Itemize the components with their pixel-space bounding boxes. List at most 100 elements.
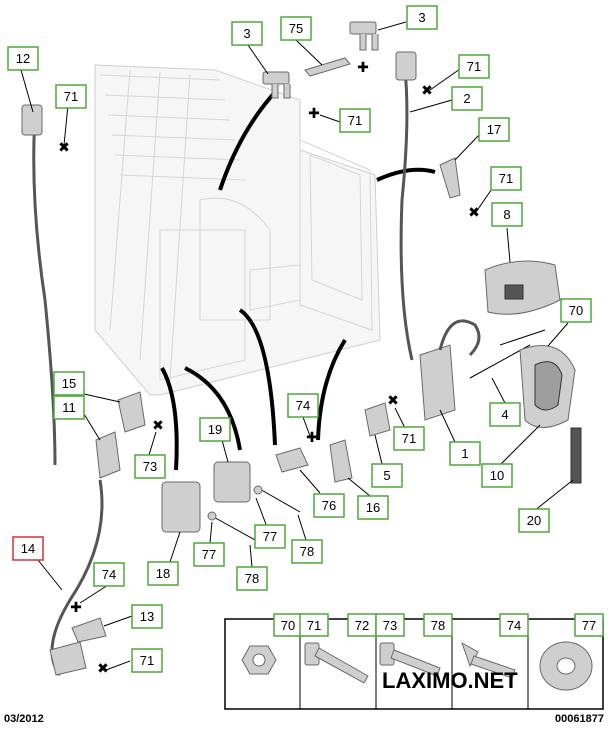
screw-marker: ✚ (70, 600, 82, 616)
callout-14[interactable]: 14 (12, 536, 44, 561)
lock-part-1 (419, 319, 481, 421)
callout-17[interactable]: 17 (478, 117, 510, 142)
callout-11[interactable]: 11 (53, 395, 85, 420)
svg-text:77: 77 (582, 618, 596, 633)
actuator-part-18 (161, 481, 201, 533)
svg-text:10: 10 (490, 468, 504, 483)
svg-text:76: 76 (322, 498, 336, 513)
callout-4[interactable]: 4 (489, 402, 521, 427)
callout-74-a[interactable]: 74 (287, 393, 319, 418)
long-bolt-legend-icon (379, 642, 441, 677)
svg-text:12: 12 (16, 51, 30, 66)
callout-3-a[interactable]: 3 (231, 21, 263, 46)
svg-text:78: 78 (431, 618, 445, 633)
cable-part-2 (395, 51, 417, 361)
legend-callout-78[interactable]: 78 (423, 613, 453, 637)
svg-text:17: 17 (487, 122, 501, 137)
callout-16[interactable]: 16 (357, 495, 389, 520)
strip-part-20 (570, 427, 582, 484)
legend-callout-72[interactable]: 72 (347, 613, 377, 637)
lock-lower-part (49, 641, 87, 676)
svg-text:73: 73 (143, 459, 157, 474)
callout-5[interactable]: 5 (371, 463, 403, 488)
cable-part-12 (21, 104, 57, 466)
plate-part-76 (275, 447, 309, 473)
svg-text:72: 72 (355, 618, 369, 633)
strip-part-75 (304, 57, 351, 77)
callout-71-f[interactable]: 71 (131, 648, 163, 673)
fastener-legend: 70 71 72 73 78 74 77 LAXIMO.NET (224, 613, 604, 710)
callout-73[interactable]: 73 (134, 454, 166, 479)
callout-15[interactable]: 15 (53, 371, 85, 396)
legend-callout-77[interactable]: 77 (574, 613, 604, 637)
callout-3-b[interactable]: 3 (406, 5, 438, 30)
callout-19[interactable]: 19 (199, 417, 231, 442)
screw-legend-icon (461, 641, 516, 679)
callout-20[interactable]: 20 (518, 508, 550, 533)
hinge-part-3b (349, 21, 379, 51)
legend-callout-70[interactable]: 70 (273, 613, 303, 637)
check-strap-part-11 (95, 431, 121, 479)
screw-marker: ✚ (357, 60, 369, 76)
callout-71-b[interactable]: 71 (339, 108, 371, 133)
legend-callout-73[interactable]: 73 (375, 613, 405, 637)
callout-76[interactable]: 76 (313, 493, 345, 518)
svg-text:70: 70 (281, 618, 295, 633)
watermark: LAXIMO.NET (382, 668, 518, 693)
hinge-part-3 (262, 71, 291, 99)
callout-71-a[interactable]: 71 (55, 84, 87, 109)
callout-1[interactable]: 1 (449, 441, 481, 466)
callout-71-c[interactable]: 71 (458, 54, 490, 79)
washer-legend-icon (539, 641, 593, 691)
callout-10[interactable]: 10 (481, 463, 513, 488)
callout-71-d[interactable]: 71 (490, 166, 522, 191)
callout-71-e[interactable]: 71 (393, 426, 425, 451)
screw-marker: ✖ (421, 83, 433, 99)
bolt-parts-77-78 (207, 485, 301, 541)
screw-marker: ✖ (468, 205, 480, 221)
svg-text:71: 71 (499, 171, 513, 186)
callout-77-a[interactable]: 77 (193, 542, 225, 567)
check-strap-part-15 (117, 391, 146, 433)
svg-text:73: 73 (383, 618, 397, 633)
callout-75[interactable]: 75 (280, 16, 312, 41)
svg-text:71: 71 (348, 113, 362, 128)
part-13 (71, 617, 107, 643)
svg-text:16: 16 (366, 500, 380, 515)
svg-text:77: 77 (263, 529, 277, 544)
callout-18[interactable]: 18 (147, 561, 179, 586)
screw-marker: ✖ (97, 661, 109, 677)
svg-text:74: 74 (102, 567, 116, 582)
svg-text:8: 8 (503, 207, 510, 222)
callout-70[interactable]: 70 (560, 298, 592, 323)
screw-marker: ✖ (152, 418, 164, 434)
screw-marker: ✖ (387, 393, 399, 409)
callout-77-b[interactable]: 77 (254, 524, 286, 549)
svg-text:71: 71 (64, 89, 78, 104)
svg-text:77: 77 (202, 547, 216, 562)
bracket-part-5 (364, 402, 391, 437)
svg-text:71: 71 (467, 59, 481, 74)
screw-marker: ✚ (306, 430, 318, 446)
svg-text:4: 4 (501, 407, 508, 422)
nut-legend-icon (241, 645, 277, 675)
callout-12[interactable]: 12 (7, 46, 39, 71)
legend-callout-74[interactable]: 74 (499, 613, 529, 637)
svg-text:71: 71 (307, 618, 321, 633)
screw-marker: ✚ (308, 106, 320, 122)
bracket-part-17 (439, 157, 461, 199)
legend-callout-71[interactable]: 71 (299, 613, 329, 637)
callout-2[interactable]: 2 (451, 86, 483, 111)
callout-78-b[interactable]: 78 (291, 539, 323, 564)
svg-text:18: 18 (156, 566, 170, 581)
callout-13[interactable]: 13 (131, 604, 163, 629)
callout-78-a[interactable]: 78 (236, 566, 268, 591)
van-body-illustration (94, 64, 381, 396)
bolt-legend-icon (304, 642, 369, 684)
svg-text:3: 3 (243, 26, 250, 41)
callout-74-b[interactable]: 74 (93, 562, 125, 587)
bracket-part-16 (329, 439, 353, 483)
svg-text:71: 71 (140, 653, 154, 668)
footer-code: 00061877 (555, 713, 604, 725)
callout-8[interactable]: 8 (491, 202, 523, 227)
